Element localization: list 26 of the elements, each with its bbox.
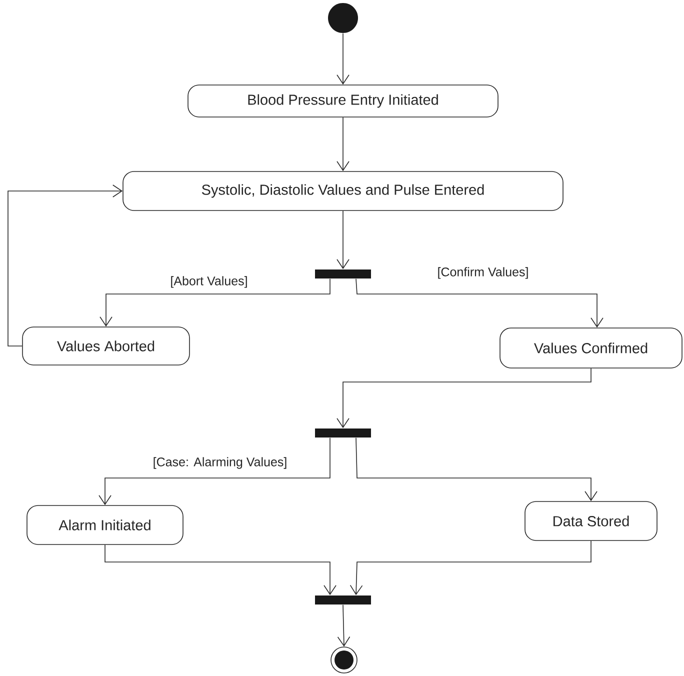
action-box: Values Confirmed	[500, 328, 682, 368]
arrow	[104, 544, 336, 596]
action-box: Alarm Initiated	[26, 505, 184, 545]
arrow	[337, 604, 350, 647]
arrow	[336, 117, 350, 172]
arrow	[356, 278, 604, 328]
sync-bar	[315, 596, 371, 604]
arrow	[336, 32, 350, 85]
arrow	[350, 540, 592, 596]
sync-bar	[315, 270, 371, 278]
arrow	[356, 438, 598, 502]
arrow	[8, 184, 123, 346]
edge-label: [Confirm Values]	[436, 266, 530, 280]
action-box: Values Aborted	[22, 326, 190, 366]
action-box: Blood Pressure Entry Initiated	[188, 84, 498, 118]
edge-label: [Abort Values]	[169, 275, 249, 289]
arrow	[98, 438, 330, 506]
arrow	[100, 278, 330, 327]
action-box: Systolic, Diastolic Values and Pulse Entered	[122, 171, 564, 211]
action-box: Data Stored	[524, 501, 658, 541]
arrow	[336, 210, 350, 270]
start-node	[328, 3, 358, 33]
arrow	[336, 368, 592, 428]
edge-label: [Case: Alarming Values]	[152, 456, 288, 470]
end-node	[330, 646, 358, 674]
sync-bar	[315, 428, 371, 438]
